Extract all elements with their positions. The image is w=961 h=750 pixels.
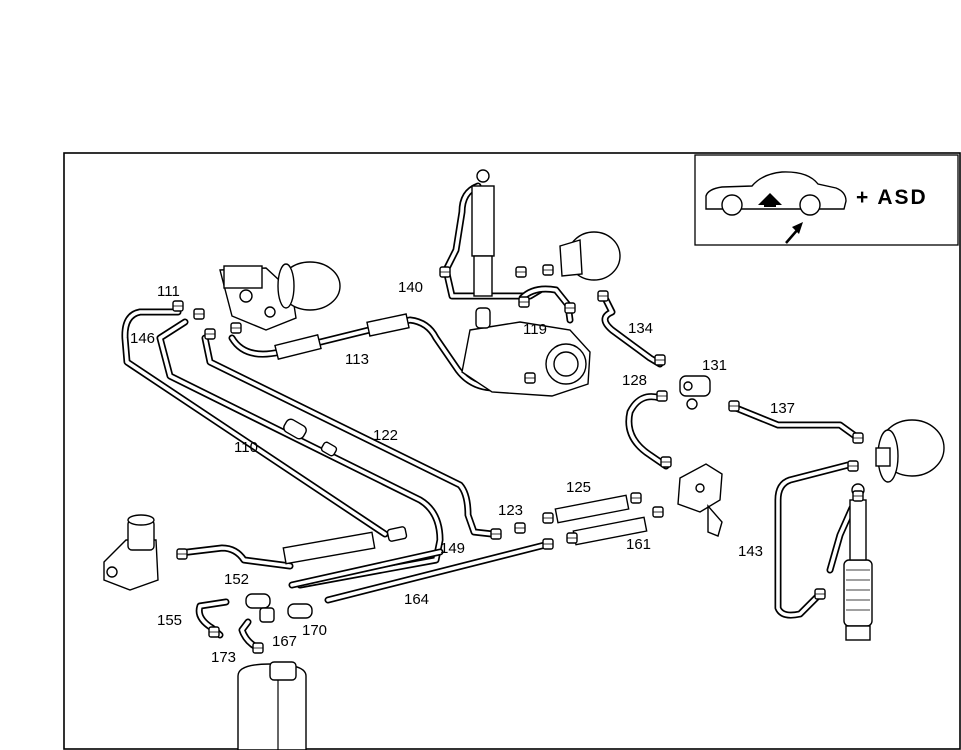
callout-137: 137 xyxy=(770,400,795,417)
diagram-frame xyxy=(63,152,961,750)
hoses xyxy=(274,313,873,627)
right-strut xyxy=(845,483,871,641)
callout-167: 167 xyxy=(272,633,297,650)
callout-125: 125 xyxy=(566,479,591,496)
right-valve-block xyxy=(677,463,723,537)
callout-164: 164 xyxy=(404,591,429,608)
callout-146: 146 xyxy=(130,330,155,347)
callout-110: 110 xyxy=(234,439,258,456)
center-pump-assembly xyxy=(461,169,621,397)
asd-inset: + ASD xyxy=(694,154,959,246)
upper-left-valve-assembly xyxy=(219,261,341,331)
small-fittings xyxy=(245,418,408,623)
right-accumulator xyxy=(875,419,945,483)
reservoir xyxy=(237,661,307,750)
callout-149: 149 xyxy=(440,540,465,557)
callout-111: 111 xyxy=(157,283,180,300)
callout-122: 122 xyxy=(373,427,398,444)
callout-119: 119 xyxy=(523,321,547,338)
right-distributor-131 xyxy=(679,375,711,410)
left-pressure-valve xyxy=(103,514,159,591)
callout-128: 128 xyxy=(622,372,647,389)
asd-label: + ASD xyxy=(856,186,928,209)
callout-143: 143 xyxy=(738,543,763,560)
callout-113: 113 xyxy=(345,351,369,368)
callout-123: 123 xyxy=(498,502,523,519)
callout-labels: 111 146 110 113 122 140 119 134 131 128 … xyxy=(130,279,795,666)
callout-155: 155 xyxy=(157,612,182,629)
callout-161: 161 xyxy=(626,536,651,553)
callout-170: 170 xyxy=(302,622,327,639)
callout-152: 152 xyxy=(224,571,249,588)
brake-lines xyxy=(121,182,862,652)
callout-131: 131 xyxy=(702,357,727,374)
callout-134: 134 xyxy=(628,320,653,337)
callout-140: 140 xyxy=(398,279,423,296)
car-side-icon xyxy=(705,171,847,244)
callout-173: 173 xyxy=(211,649,236,666)
